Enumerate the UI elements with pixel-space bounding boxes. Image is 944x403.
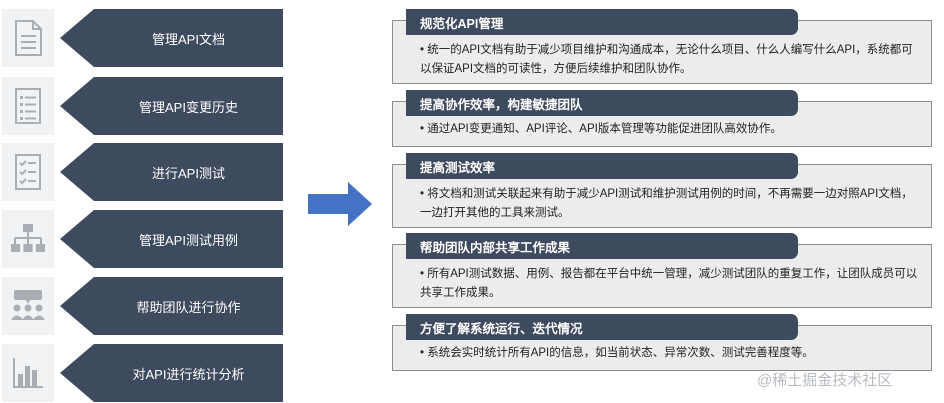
feature-label: 对API进行统计分析 (60, 344, 283, 402)
feature-list: 管理API文档 管理API变更历史 进行API测试 (0, 0, 300, 403)
benefit-card-title: 提高协作效率，构建敏捷团队 (406, 90, 798, 116)
feature-row-test-cases: 管理API测试用例 (0, 210, 300, 268)
benefit-card-title: 方便了解系统运行、迭代情况 (406, 314, 798, 340)
benefit-card-text: • 所有API测试数据、用例、报告都在平台中统一管理，减少测试团队的重复工作，让… (420, 268, 918, 299)
feature-row-statistics: 对API进行统计分析 (0, 344, 300, 402)
benefit-card-text: • 将文档和测试关联起来有助于减少API测试和维护测试用例的时间，不再需要一边对… (420, 188, 913, 219)
document-icon (2, 9, 54, 67)
benefit-card-title: 帮助团队内部共享工作成果 (406, 233, 798, 259)
benefit-card-title: 规范化API管理 (406, 9, 798, 35)
feature-label: 管理API测试用例 (60, 210, 283, 268)
list-document-icon (2, 77, 54, 135)
bar-chart-icon (2, 344, 54, 402)
feature-label: 帮助团队进行协作 (60, 277, 283, 335)
benefit-card-title: 提高测试效率 (406, 153, 798, 179)
checklist-icon (2, 143, 54, 201)
right-arrow-icon (308, 182, 374, 231)
feature-label: 管理API文档 (60, 9, 283, 67)
benefit-list: 规范化API管理 • 统一的API文档有助于减少项目维护和沟通成本，无论什么项目… (392, 0, 944, 403)
benefit-card-text: • 统一的API文档有助于减少项目维护和沟通成本，无论什么项目、什么人编写什么A… (420, 44, 913, 75)
feature-row-collaboration: 帮助团队进行协作 (0, 277, 300, 335)
org-chart-icon (2, 210, 54, 268)
watermark: @稀土掘金技术社区 (757, 372, 893, 389)
feature-label: 进行API测试 (60, 143, 283, 201)
feature-row-api-testing: 进行API测试 (0, 143, 300, 201)
feature-row-api-docs: 管理API文档 (0, 9, 300, 67)
benefit-card-text: • 系统会实时统计所有API的信息，如当前状态、异常次数、测试完善程度等。 (420, 347, 814, 359)
team-chat-icon (2, 277, 54, 335)
benefit-card-text: • 通过API变更通知、API评论、API版本管理等功能促进团队高效协作。 (420, 123, 782, 135)
feature-label: 管理API变更历史 (60, 77, 283, 135)
feature-row-change-history: 管理API变更历史 (0, 77, 300, 135)
